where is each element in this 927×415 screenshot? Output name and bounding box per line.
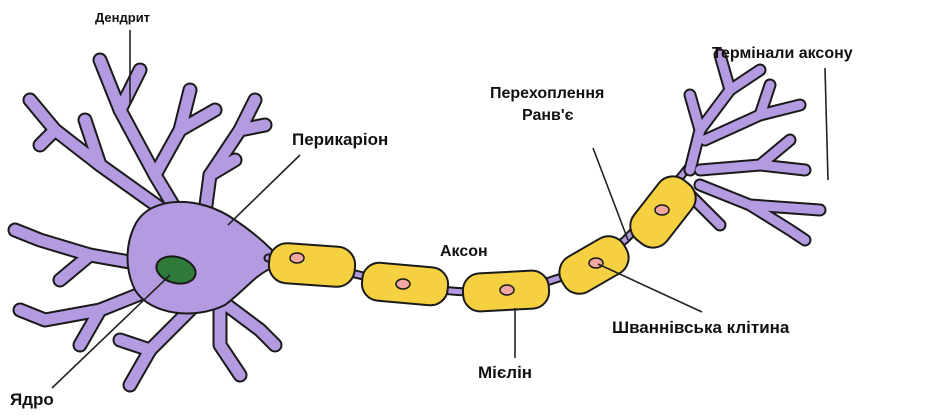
schwann-cell-5 (623, 169, 703, 255)
label-ranvier-line1: Перехоплення (490, 85, 604, 102)
leader-schwann (598, 264, 702, 312)
label-schwann-cell: Шваннівська клітина (612, 318, 790, 337)
label-perikaryon: Перикаріон (292, 130, 388, 149)
schwann-cell-3 (462, 270, 550, 312)
leader-ranvier (593, 148, 628, 240)
leader-nucleus (52, 275, 170, 388)
label-nucleus: Ядро (10, 390, 54, 409)
leader-terminals (825, 68, 828, 180)
myelin-sheath (268, 169, 703, 312)
schwann-cell-2 (361, 261, 450, 306)
cell-body (128, 202, 273, 314)
label-axon-terminals: Термінали аксону (712, 45, 853, 62)
label-axon: Аксон (440, 243, 488, 260)
label-myelin: Мієлін (478, 363, 532, 382)
label-ranvier-line2: Ранв'є (522, 107, 574, 124)
label-dendrite: Дендрит (95, 10, 150, 25)
schwann-cell-1 (268, 242, 357, 288)
axon-terminals (690, 55, 820, 240)
